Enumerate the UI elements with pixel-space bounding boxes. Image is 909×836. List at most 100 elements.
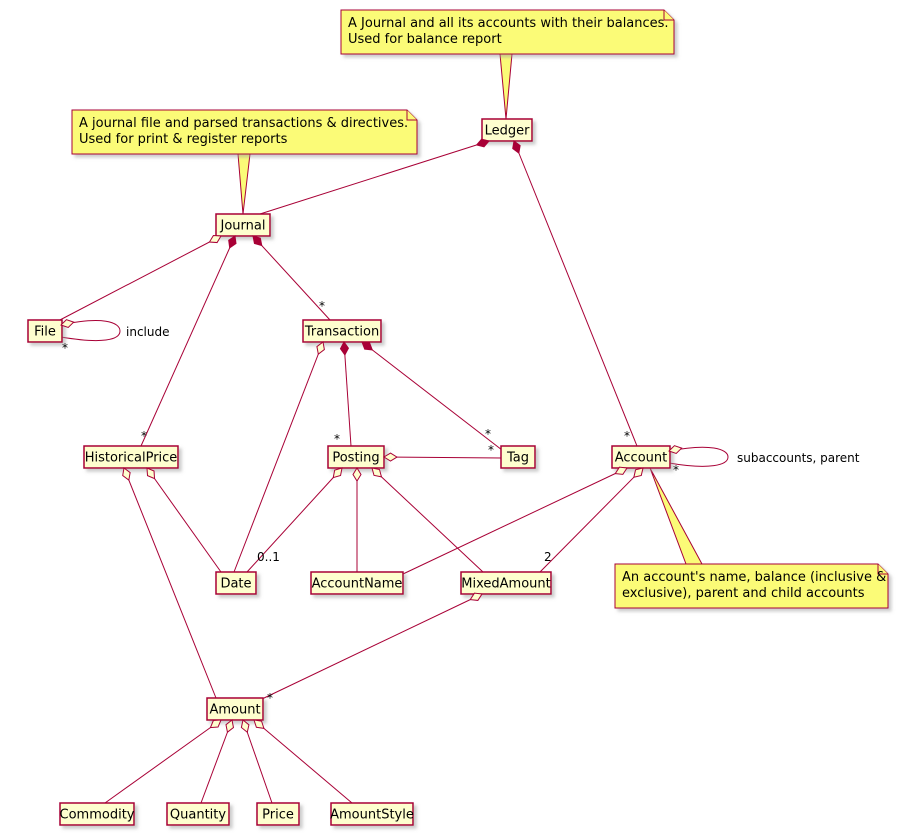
aggregation-diamond-icon [352, 467, 362, 482]
composition-diamond-icon [512, 140, 521, 154]
aggregation-diamond-icon [469, 592, 483, 601]
multiplicity-label: 0..1 [257, 550, 280, 564]
association-line [259, 140, 490, 215]
class-node-date: Date [215, 571, 257, 595]
note-text-line: Used for print & register reports [79, 132, 288, 147]
class-name-label: Account [615, 451, 668, 466]
composition-diamond-icon [361, 341, 374, 351]
note-tail [237, 153, 251, 215]
multiplicity-label: * [267, 691, 273, 705]
edge-journal-transaction [252, 235, 331, 321]
class-name-label: File [34, 325, 56, 340]
class-box [83, 445, 179, 469]
class-box [481, 118, 533, 142]
edge-amount-quantity [200, 719, 233, 804]
multiplicity-label: * [624, 429, 630, 443]
edge-mixedamount-amount [261, 593, 483, 700]
note-text-line: Used for balance report [348, 32, 502, 47]
class-name-label: Date [220, 577, 251, 592]
class-box [330, 802, 414, 826]
class-node-file: File [27, 319, 63, 343]
self-loop-account-subaccounts [668, 446, 729, 467]
aggregation-diamond-icon [668, 445, 683, 455]
aggregation-diamond-icon [316, 341, 325, 356]
edge-account-accountname [402, 467, 628, 575]
self-loop-file-include [60, 320, 121, 342]
edge-amount-commodity [104, 719, 222, 804]
association-line [361, 341, 503, 451]
association-line [513, 140, 638, 447]
note-body [340, 9, 675, 55]
aggregation-diamond-icon [614, 466, 628, 475]
association-line [371, 467, 484, 573]
class-box [460, 571, 552, 595]
edge-lines [57, 140, 729, 804]
edge-transaction-date [233, 341, 324, 573]
note-text-line: exclusive), parent and child accounts [622, 586, 865, 601]
composition-diamond-icon [228, 235, 237, 249]
self-association-line [668, 446, 729, 467]
aggregation-diamond-icon [332, 467, 343, 479]
self-association-line [60, 320, 121, 342]
multiplicity-label: * [141, 429, 147, 443]
multiplicity-label: * [673, 463, 679, 477]
class-name-label: Ledger [485, 124, 531, 139]
edge-ledger-journal [259, 140, 490, 215]
class-name-label: Quantity [170, 808, 226, 823]
association-line [246, 467, 343, 573]
edge-posting-tag [383, 456, 503, 459]
edge-transaction-posting [343, 341, 352, 447]
class-box [302, 319, 382, 343]
aggregation-diamond-icon [240, 719, 250, 734]
class-name-label: Transaction [304, 325, 379, 340]
note-text-line: An account's name, balance (inclusive & [622, 570, 886, 585]
class-node-historicalprice: HistoricalPrice [83, 445, 179, 469]
association-line [146, 467, 222, 573]
note-text-line: A journal file and parsed transactions &… [79, 116, 408, 131]
association-line [253, 719, 353, 804]
association-line [140, 235, 236, 447]
edge-amount-price [242, 719, 273, 804]
association-line [539, 467, 644, 573]
note-tail [499, 53, 513, 120]
class-name-label: MixedAmount [461, 577, 550, 592]
aggregation-diamond-icon [208, 234, 222, 244]
aggregation-diamond-icon [633, 467, 644, 478]
class-box [256, 802, 300, 826]
class-name-label: AccountName [312, 577, 403, 592]
multiplicity-label: * [485, 427, 491, 441]
aggregation-diamond-icon [253, 719, 265, 730]
association-line [233, 341, 324, 573]
class-box [59, 802, 135, 826]
note-body [614, 563, 889, 609]
class-box [27, 319, 63, 343]
class-node-price: Price [256, 802, 300, 826]
class-node-mixedamount: MixedAmount [460, 571, 552, 595]
aggregation-diamond-icon [122, 467, 131, 481]
class-node-transaction: Transaction [302, 319, 382, 343]
note-fold-icon [663, 10, 674, 21]
class-name-label: Posting [332, 451, 379, 466]
multiplicity-label: * [334, 432, 340, 446]
multiplicity-label: * [319, 299, 325, 313]
aggregation-diamond-icon [209, 719, 222, 729]
association-role-label: include [126, 325, 169, 339]
note-tail [649, 467, 703, 565]
class-name-label: Journal [220, 219, 266, 234]
note-text-line: A Journal and all its accounts with thei… [348, 16, 669, 31]
aggregation-diamond-icon [60, 319, 75, 329]
note-fold-icon [406, 110, 417, 121]
aggregation-diamond-icon [146, 467, 156, 480]
class-node-account: Account [611, 445, 671, 469]
association-line [252, 235, 331, 321]
class-box [166, 802, 230, 826]
association-line [200, 719, 233, 804]
association-line [242, 719, 273, 804]
multiplicity-label: * [62, 341, 68, 355]
class-name-label: Commodity [60, 808, 135, 823]
edge-historicalprice-date [146, 467, 222, 573]
composition-diamond-icon [339, 341, 350, 356]
edge-transaction-tag [361, 341, 503, 451]
